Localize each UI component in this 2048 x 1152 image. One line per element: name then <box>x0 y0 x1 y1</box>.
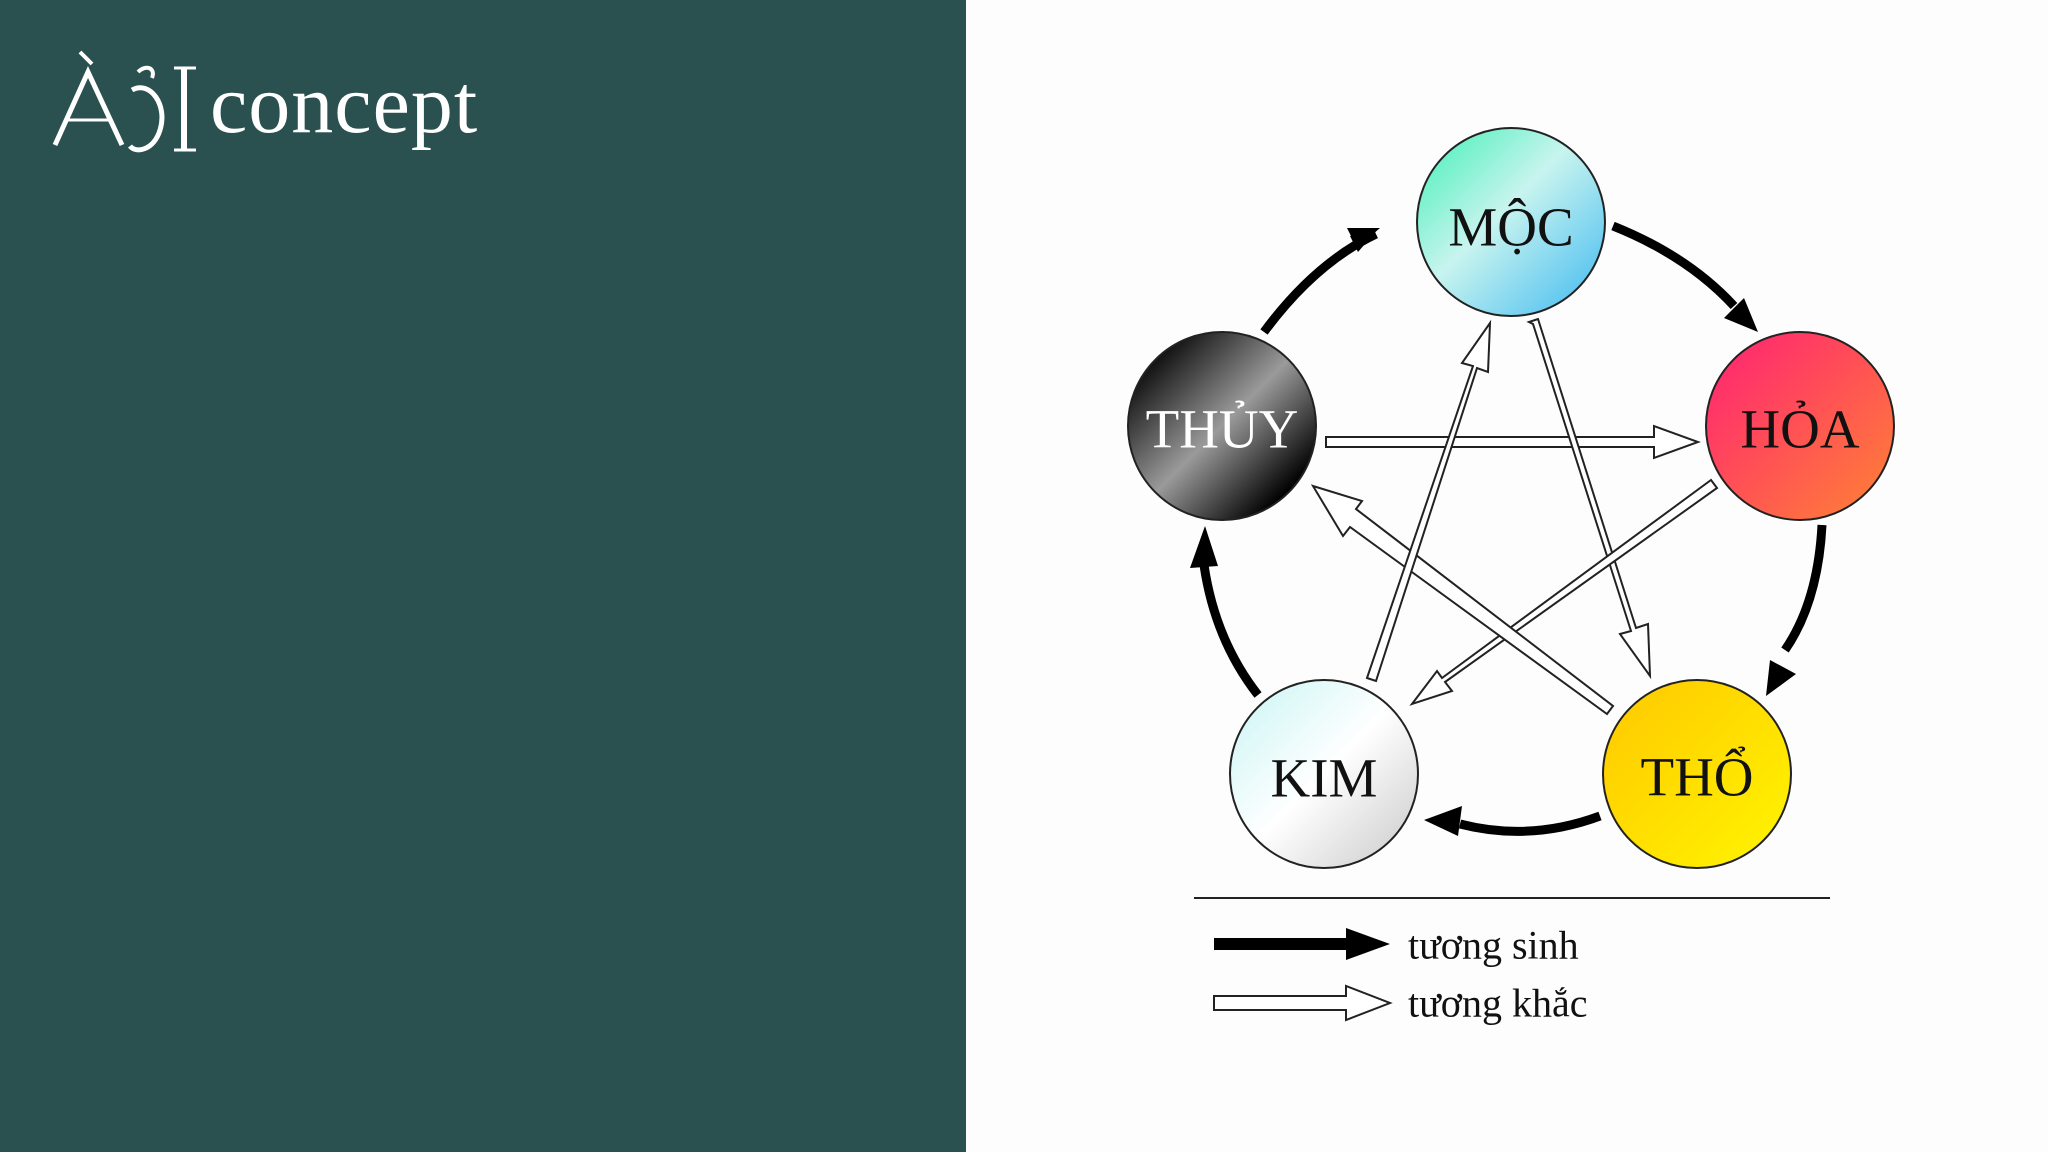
node-thuy: THỦY <box>1127 331 1317 521</box>
sinh-arrow-tho-kim <box>1424 806 1602 836</box>
node-moc: MỘC <box>1416 127 1606 317</box>
node-tho: THỔ <box>1602 679 1792 869</box>
left-panel: concept <box>0 0 966 1152</box>
node-kim: KIM <box>1229 679 1419 869</box>
sinh-arrow-hoa-tho <box>1766 524 1827 696</box>
legend-sinh-label: tương sinh <box>1408 923 1579 968</box>
node-kim-label: KIM <box>1271 748 1378 809</box>
node-hoa-label: HỎA <box>1740 399 1859 460</box>
aoi-logo-mark-icon <box>52 50 196 153</box>
logo-text: concept <box>210 58 479 151</box>
legend-khac-arrow-icon <box>1213 984 1393 1022</box>
logo: concept <box>50 50 478 160</box>
legend-khac-label: tương khắc <box>1408 981 1587 1026</box>
khac-arrows <box>1310 317 1719 716</box>
khac-arrow-thuy-hoa <box>1325 424 1701 460</box>
sinh-arrows <box>1190 221 1827 836</box>
khac-arrow-moc-tho <box>1526 317 1652 680</box>
legend-sinh: tương sinh <box>1214 923 1579 968</box>
khac-arrow-kim-moc <box>1365 319 1492 683</box>
khac-arrow-hoa-kim <box>1409 478 1719 706</box>
node-tho-label: THỔ <box>1640 746 1753 808</box>
sinh-arrow-thuy-moc <box>1260 228 1380 335</box>
khac-arrow-tho-thuy <box>1310 484 1615 716</box>
legend-khac: tương khắc <box>1213 981 1587 1026</box>
sinh-arrow-kim-thuy <box>1190 526 1262 698</box>
node-moc-label: MỘC <box>1448 197 1573 258</box>
node-hoa: HỎA <box>1705 331 1895 521</box>
legend-sinh-arrow-icon <box>1214 928 1390 960</box>
sinh-arrow-moc-hoa <box>1611 221 1758 332</box>
node-thuy-label: THỦY <box>1146 399 1299 460</box>
